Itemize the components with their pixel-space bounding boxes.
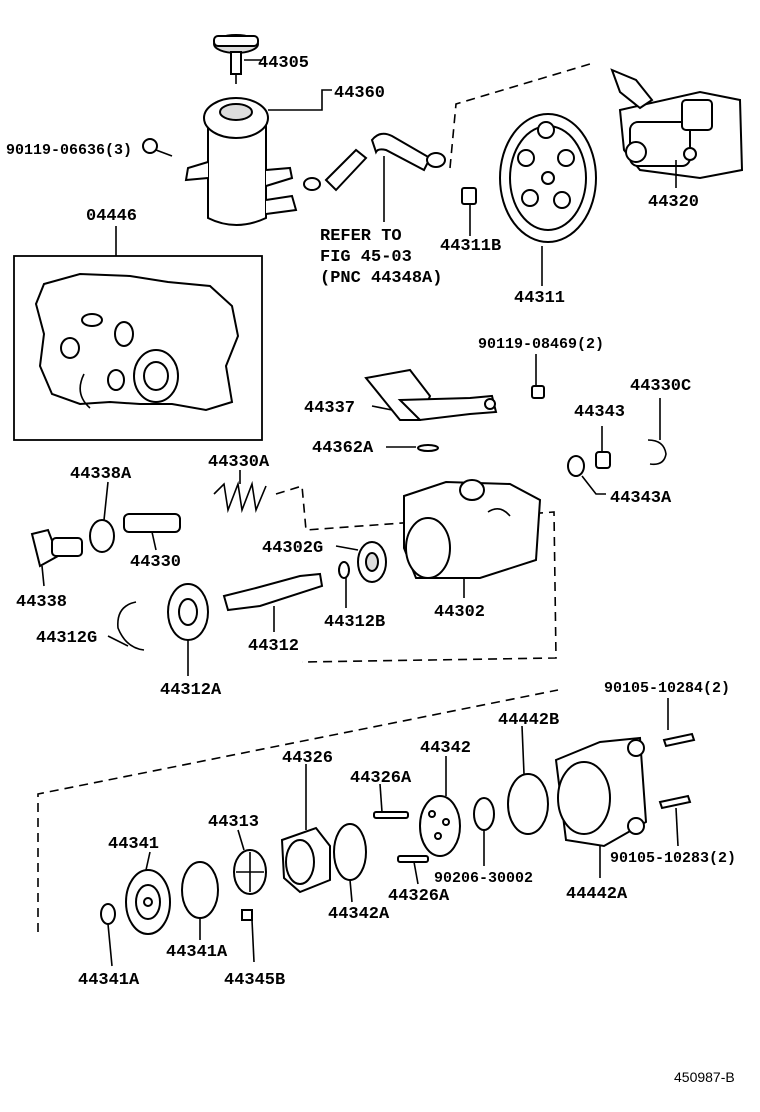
label-44326A-bottom: 44326A: [388, 887, 450, 906]
label-44302G: 44302G: [262, 539, 323, 558]
rotor-44313: [233, 849, 267, 895]
label-44311B: 44311B: [440, 237, 501, 256]
label-44341A-left: 44341A: [78, 971, 140, 990]
nut-44311B: [461, 187, 477, 205]
snap-ring-90206-30002: [473, 797, 495, 831]
shaft-44312: [222, 572, 324, 612]
label-44442A: 44442A: [566, 885, 628, 904]
o-ring-44442B: [507, 773, 549, 835]
label-44341: 44341: [108, 835, 159, 854]
cam-ring-44326: [280, 826, 331, 894]
label-44312G: 44312G: [36, 629, 97, 648]
spring-44330A: [213, 480, 267, 514]
gasket-kit-box: [13, 255, 263, 441]
fitting-44338: [30, 528, 83, 568]
refer-line-1: REFER TO: [320, 227, 402, 246]
reference-number: 450987-B: [674, 1069, 735, 1085]
label-44343: 44343: [574, 403, 625, 422]
label-44326A-top: 44326A: [350, 769, 412, 788]
pump-assembly-44320: [610, 68, 744, 180]
label-44343A: 44343A: [610, 489, 672, 508]
bolt-90105-10283: [658, 794, 692, 810]
dashed-guide-bottom: [37, 689, 559, 932]
hose-clamp: [303, 132, 446, 192]
o-ring-44342A: [333, 823, 367, 881]
refer-line-2: FIG 45-03: [320, 248, 412, 267]
label-90105-10283: 90105-10283(2): [610, 850, 736, 867]
label-44320: 44320: [648, 193, 699, 212]
reservoir-tank: [184, 97, 298, 226]
label-90119-06636: 90119-06636(3): [6, 142, 132, 159]
label-44313: 44313: [208, 813, 259, 832]
seal-44302G: [357, 541, 387, 583]
label-44442B: 44442B: [498, 711, 559, 730]
snap-ring-44330C: [647, 439, 667, 466]
label-44312: 44312: [248, 637, 299, 656]
pin-44326A-bottom: [397, 855, 429, 863]
pin-44326A-top: [373, 811, 409, 819]
o-ring-44338A: [89, 519, 115, 553]
pump-body-44302: [403, 479, 542, 579]
label-44341A-mid: 44341A: [166, 943, 228, 962]
snap-ring-44312B: [338, 561, 350, 579]
o-ring-44341A: [181, 861, 219, 919]
o-ring-44362A: [417, 444, 439, 452]
o-ring-44341A-small: [100, 903, 116, 925]
label-04446: 04446: [86, 207, 137, 226]
label-90105-10284: 90105-10284(2): [604, 680, 730, 697]
side-plate-44342: [419, 795, 461, 857]
label-44311: 44311: [514, 289, 565, 308]
snap-ring-44312G: [117, 601, 145, 651]
label-90206-30002: 90206-30002: [434, 870, 533, 887]
label-44342: 44342: [420, 739, 471, 758]
label-44312B: 44312B: [324, 613, 385, 632]
pulley-44311: [499, 113, 597, 243]
label-44330A: 44330A: [208, 453, 270, 472]
refer-line-3: (PNC 44348A): [320, 269, 442, 288]
union-44337: [364, 368, 498, 422]
part-labels: 44305 44360 90119-06636(3) 04446 REFER T…: [6, 54, 736, 990]
label-90119-08469: 90119-08469(2): [478, 336, 604, 353]
label-44345B: 44345B: [224, 971, 285, 990]
label-44338: 44338: [16, 593, 67, 612]
label-44362A: 44362A: [312, 439, 374, 458]
bearing-44312A: [167, 583, 209, 641]
label-44337: 44337: [304, 399, 355, 418]
bolt-90105-10284: [662, 732, 696, 748]
dashed-guide-top: [449, 63, 591, 169]
gasket-kit-contents: [34, 272, 240, 412]
union-44343: [567, 451, 611, 477]
label-44305: 44305: [258, 54, 309, 73]
label-44342A: 44342A: [328, 905, 390, 924]
label-44330: 44330: [130, 553, 181, 572]
reservoir-cap: [213, 34, 259, 84]
label-44338A: 44338A: [70, 465, 132, 484]
label-44326: 44326: [282, 749, 333, 768]
bolt-90119-06636: [142, 138, 173, 157]
vane-44345B: [241, 909, 253, 921]
label-44330C: 44330C: [630, 377, 691, 396]
plate-44341: [125, 869, 171, 935]
label-44360: 44360: [334, 84, 385, 103]
valve-44330: [123, 513, 181, 533]
label-44302: 44302: [434, 603, 485, 622]
leader-lines: [41, 59, 679, 967]
bolt-90119-08469: [531, 385, 545, 399]
label-44312A: 44312A: [160, 681, 222, 700]
cover-44442A: [554, 736, 648, 848]
